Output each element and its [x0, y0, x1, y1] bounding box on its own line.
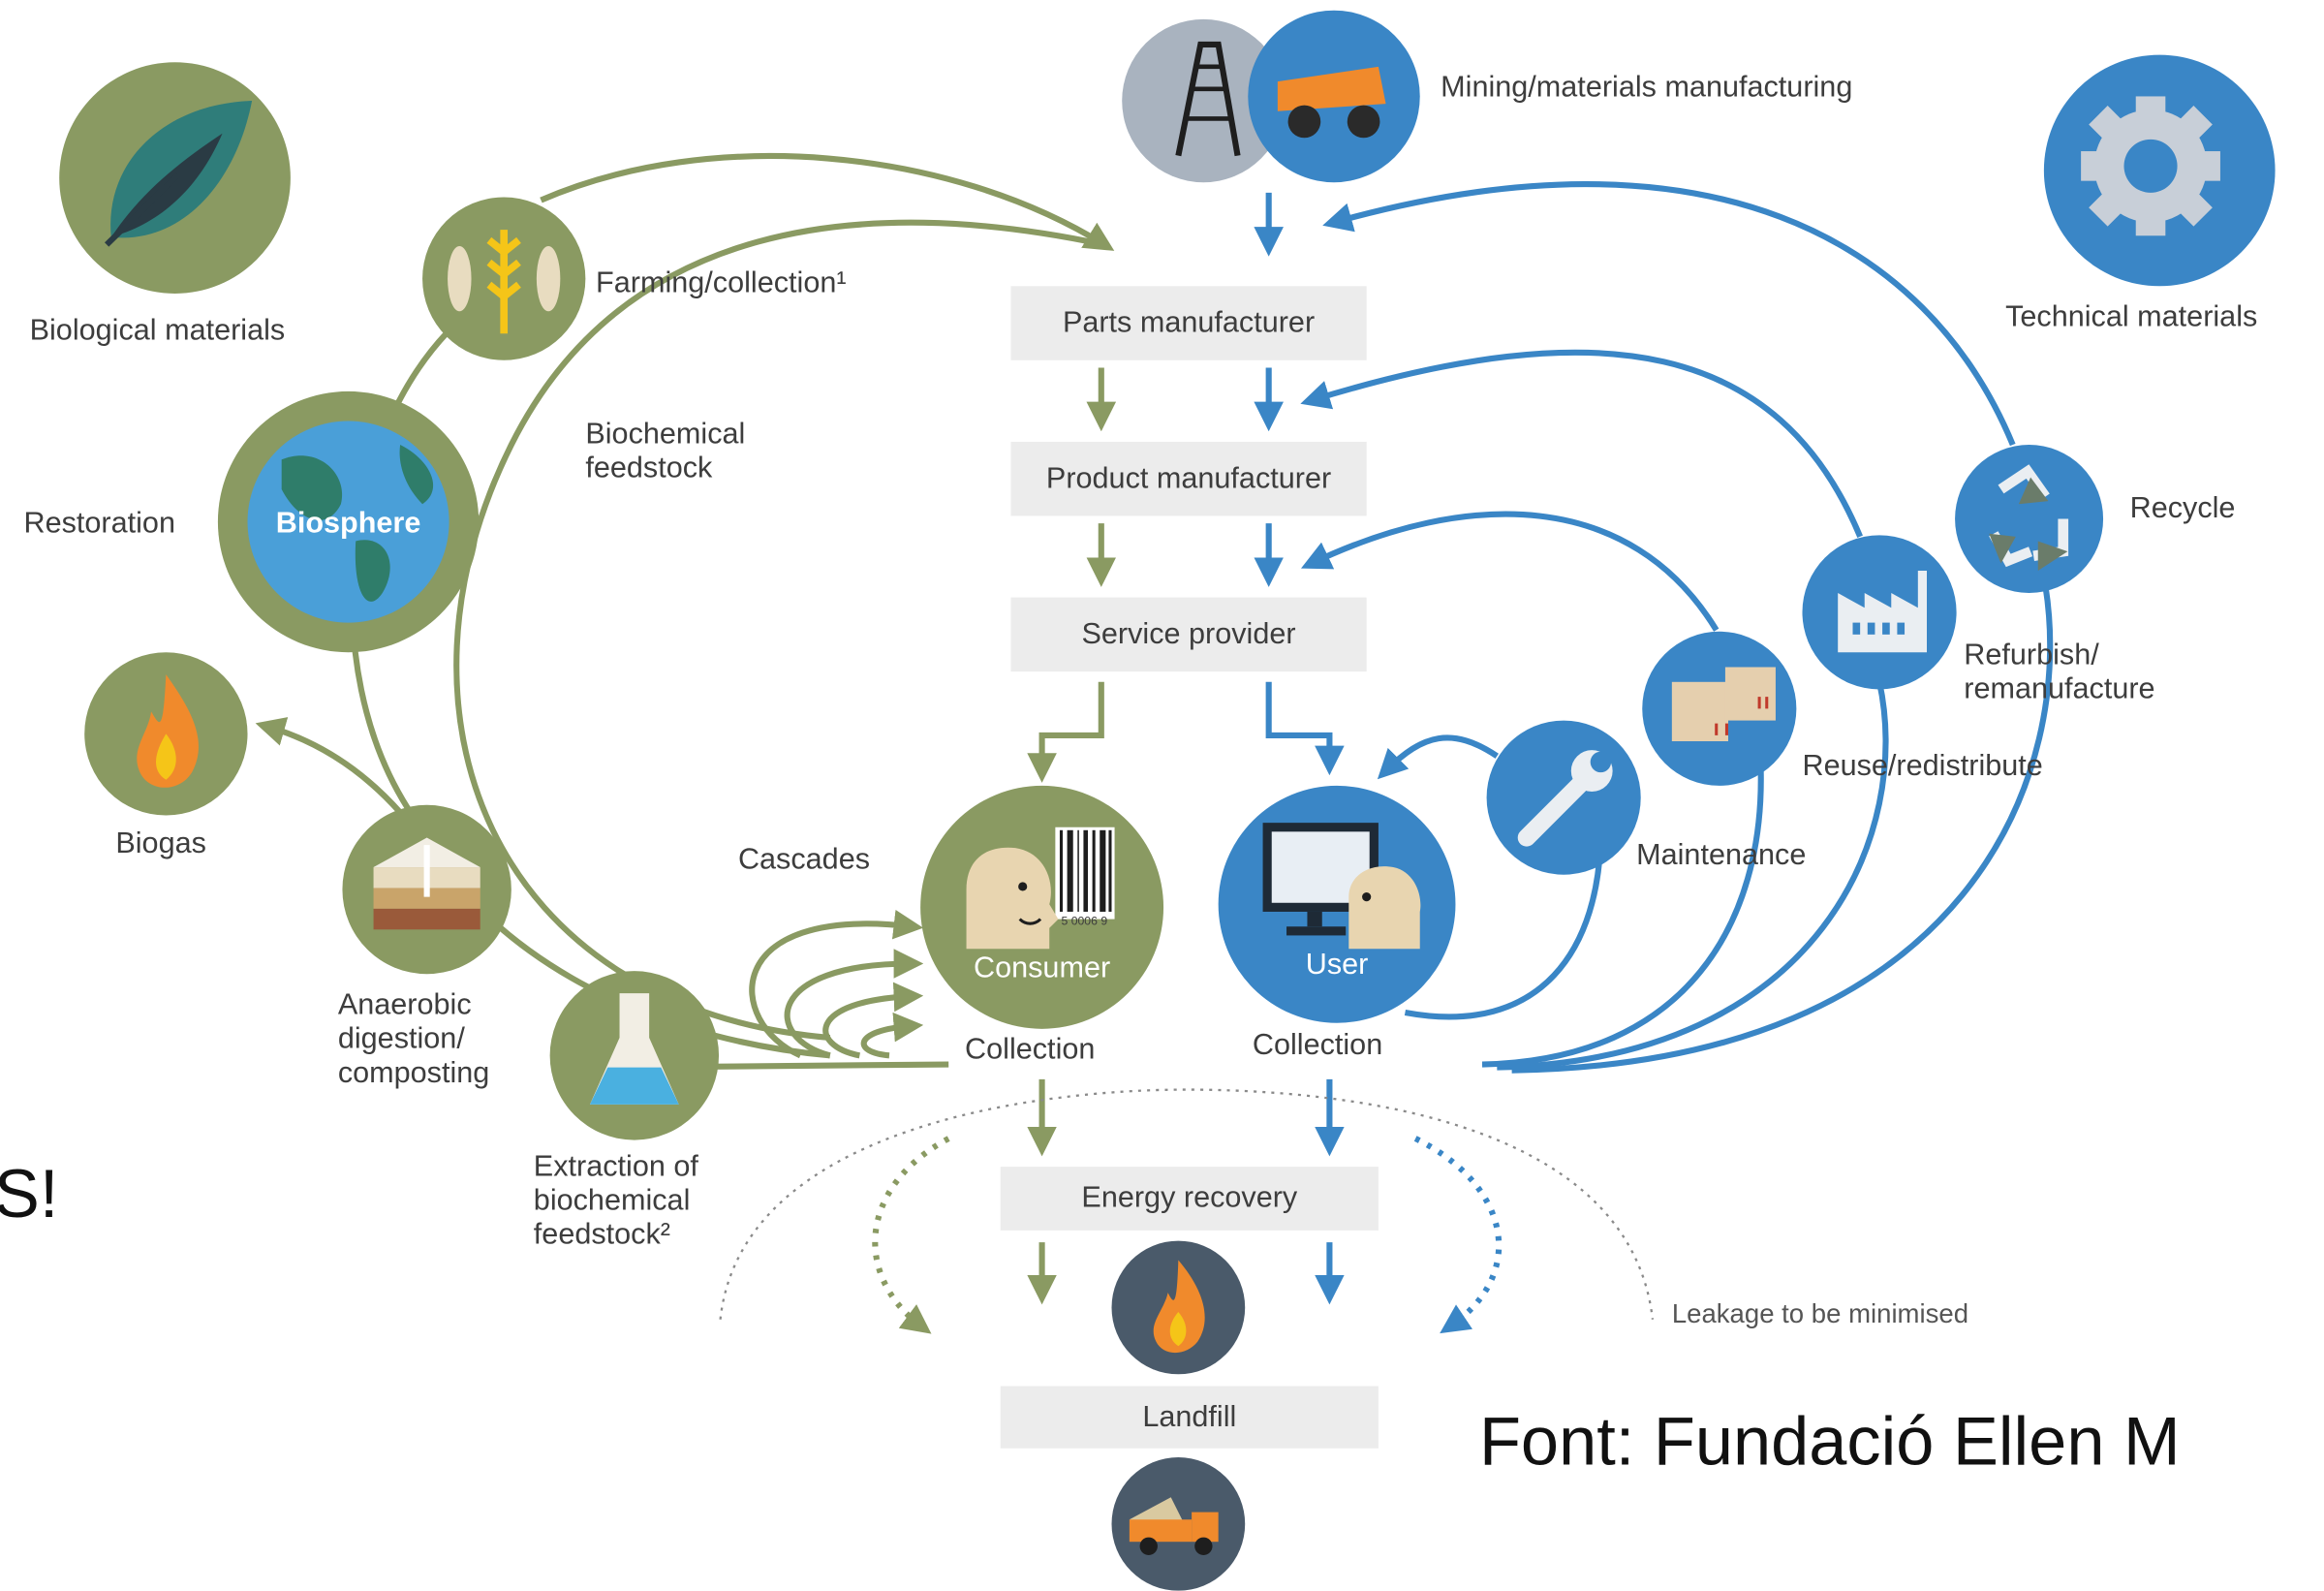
soil-layers-icon	[342, 804, 511, 975]
cascade-3	[822, 982, 924, 1059]
collection-right-label: Collection	[1252, 1028, 1383, 1062]
mining-label: Mining/materials manufacturing	[1441, 71, 1853, 105]
anaerobic-line-2: digestion/	[337, 1022, 465, 1056]
refurbish-loop	[1300, 349, 1863, 539]
dump-truck-icon	[1111, 1456, 1246, 1591]
biochemical-feedstock-line-1: Biochemical	[585, 418, 746, 452]
user-icon	[1218, 785, 1456, 1023]
energy-flame-icon	[1111, 1240, 1246, 1375]
leakage-right-arrow	[1413, 1136, 1503, 1334]
barcode-digits: 5 0006 9	[1061, 915, 1108, 928]
parts-manufacturer-box: Parts manufacturer	[1010, 286, 1367, 360]
energy-recovery-box: Energy recovery	[1000, 1167, 1379, 1231]
extraction-line-3: feedstock²	[533, 1218, 670, 1252]
wheat-fish-icon	[422, 197, 586, 360]
technical-flows	[1254, 181, 2054, 1305]
biochemical-feedstock-label: Biochemical feedstock	[585, 418, 745, 485]
to-biogas-arrow	[255, 717, 403, 815]
recycle-return	[1511, 584, 2054, 1074]
gear-icon	[2043, 54, 2276, 287]
oil-rig-icon	[1122, 18, 1286, 183]
leakage-arcs	[719, 1088, 1655, 1334]
maintenance-loop	[1377, 734, 1499, 780]
service-provider-box: Service provider	[1010, 597, 1367, 672]
cascade-4	[860, 1012, 924, 1059]
reuse-loop	[1300, 511, 1720, 632]
restoration-label: Restoration	[23, 507, 175, 540]
leakage-label: Leakage to be minimised	[1671, 1298, 1969, 1328]
refurbish-return	[1497, 681, 1889, 1071]
cascade-1	[749, 909, 924, 1059]
collection-left-label: Collection	[965, 1033, 1096, 1067]
anaerobic-label: Anaerobic digestion/ composting	[338, 989, 489, 1092]
green-arrow-service-consumer	[1027, 681, 1104, 783]
slide-fragment-right: Font: Fundació Ellen M	[1478, 1402, 2181, 1480]
farming-label: Farming/collection¹	[596, 266, 847, 300]
anaerobic-line-1: Anaerobic	[337, 988, 472, 1022]
anaerobic-line-3: composting	[337, 1056, 490, 1090]
maintenance-return	[1404, 829, 1604, 1020]
biological-materials-label: Biological materials	[29, 314, 286, 348]
flame-icon	[84, 652, 248, 816]
consumer-icon	[920, 785, 1164, 1029]
extraction-label: Extraction of biochemical feedstock²	[534, 1150, 698, 1253]
refurbish-line-1: Refurbish/	[1964, 639, 2099, 672]
biogas-label: Biogas	[115, 827, 206, 860]
slide-fragment-left: S!	[0, 1154, 59, 1232]
cascades-label: Cascades	[737, 843, 871, 877]
reuse-label: Reuse/redistribute	[1802, 750, 2043, 783]
wrench-icon	[1486, 720, 1641, 875]
flask-icon	[549, 971, 720, 1140]
product-manufacturer-box: Product manufacturer	[1010, 441, 1367, 516]
landfill-box: Landfill	[1000, 1386, 1379, 1449]
mining-truck-icon	[1248, 10, 1420, 183]
technical-materials-label: Technical materials	[2005, 300, 2258, 334]
biochemical-feedstock-arc	[453, 219, 1105, 1042]
refurbish-label: Refurbish/ remanufacture	[1964, 639, 2154, 706]
reuse-return	[1481, 770, 1764, 1068]
recycle-loop	[1322, 181, 2016, 447]
maintenance-label: Maintenance	[1636, 838, 1807, 872]
biochemical-feedstock-line-2: feedstock	[585, 452, 713, 485]
blue-arrow-service-user	[1265, 681, 1345, 776]
farming-to-parts-arrow	[540, 153, 1115, 251]
extraction-line-1: Extraction of	[533, 1150, 698, 1183]
recycle-label: Recycle	[2129, 491, 2236, 525]
consumer-label: Consumer	[973, 951, 1111, 984]
extraction-line-2: biochemical	[533, 1184, 691, 1218]
boxes-icon	[1642, 631, 1797, 786]
factory-icon	[1802, 535, 1957, 690]
leaf-icon	[59, 62, 291, 294]
cascade-2	[784, 949, 924, 1059]
biosphere-label: Biosphere	[275, 507, 421, 540]
refurbish-line-2: remanufacture	[1964, 672, 2155, 706]
recycle-icon	[1955, 445, 2104, 593]
user-label: User	[1305, 949, 1369, 982]
globe-icon	[217, 390, 480, 653]
leakage-left-arrow	[872, 1136, 950, 1334]
